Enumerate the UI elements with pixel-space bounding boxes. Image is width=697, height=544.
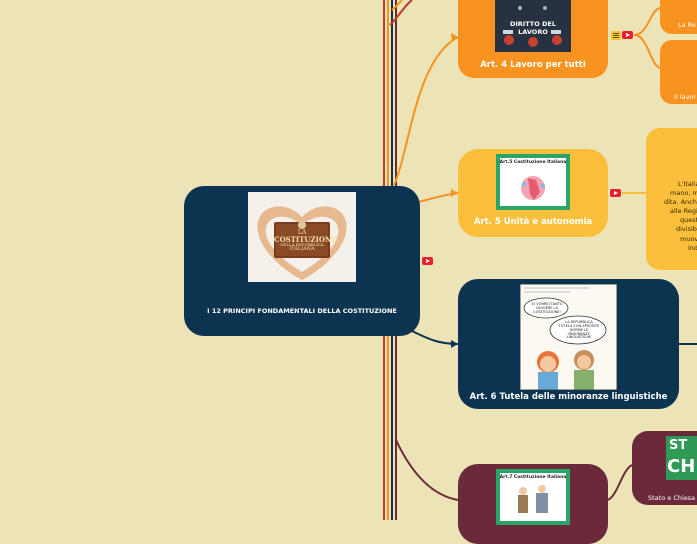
branch-art7-child bbox=[608, 465, 632, 500]
art4-label: Art. 4 Lavoro per tutti bbox=[458, 60, 608, 70]
art4-child2-text: Il lavor bbox=[674, 93, 696, 101]
comic-bubble-2: LA REPUBBLICA TUTELA CON APPOSITE NORME … bbox=[556, 321, 602, 340]
art4-child1-node[interactable]: La Re bbox=[660, 0, 697, 34]
art5-text-line-4: alle Regi bbox=[650, 207, 697, 216]
art7-child-image-text-1: ST bbox=[669, 438, 687, 453]
root-youtube-icon[interactable] bbox=[422, 257, 433, 265]
art6-comic-image: IO VORREI TANTO LEGGERE LA COSTITUZIONE!… bbox=[520, 284, 617, 390]
art4-child2-node[interactable]: Il lavor bbox=[660, 40, 697, 104]
art5-text-line-8: indi bbox=[650, 244, 697, 253]
art7-child-image-text-2: CH bbox=[667, 456, 695, 477]
church-state-illustration bbox=[496, 469, 570, 525]
comic-bubble-2-line-5: LINGUISTICHE bbox=[556, 336, 602, 340]
art6-label: Art. 6 Tutela delle minoranze linguistic… bbox=[458, 392, 679, 402]
art7-child-image: ST CH bbox=[666, 436, 697, 480]
art4-image-text: DIRITTO DEL LAVORO bbox=[495, 20, 571, 36]
branch-top-1 bbox=[390, 0, 412, 25]
root-image: LA COSTITUZIONE DELLA REPUBBLICA ITALIAN… bbox=[248, 192, 356, 282]
art5-node[interactable]: Art.5 Costituzione Italiana Art. 5 Unità… bbox=[458, 149, 608, 237]
image-text-italiana: ITALIANA bbox=[274, 247, 330, 252]
italy-map-illustration bbox=[496, 154, 570, 210]
comic-bubble-1-line-3: COSTITUZIONE! bbox=[528, 311, 566, 315]
art7-child-label: Stato e Chiesa bbox=[648, 494, 695, 502]
art5-text-line-7: muove bbox=[650, 235, 697, 244]
art5-label: Art. 5 Unità e autonomia bbox=[458, 217, 608, 227]
art5-text-content: L'Italia è mano, m dita. Anch alle Regi … bbox=[650, 180, 697, 253]
art5-text-line-3: dita. Anch bbox=[650, 198, 697, 207]
branch-art4-child2 bbox=[634, 35, 660, 68]
art5-text-line-6: divisibil bbox=[650, 225, 697, 234]
art7-child-node[interactable]: ST CH Stato e Chiesa bbox=[632, 431, 697, 505]
art7-node[interactable]: Art.7 Costituzione Italiana bbox=[458, 464, 608, 544]
art4-note-icon[interactable] bbox=[611, 31, 621, 40]
art4-image: DIRITTO DEL LAVORO bbox=[495, 0, 571, 52]
branch-art4 bbox=[394, 37, 458, 185]
comic-bubble-1: IO VORREI TANTO LEGGERE LA COSTITUZIONE! bbox=[528, 303, 566, 315]
art5-youtube-icon[interactable] bbox=[610, 189, 621, 197]
art5-text-line-1: L'Italia è bbox=[650, 180, 697, 189]
art5-text-line-5: questi, bbox=[650, 216, 697, 225]
root-label: I 12 PRINCIPI FONDAMENTALI DELLA COSTITU… bbox=[184, 307, 420, 315]
root-node[interactable]: LA COSTITUZIONE DELLA REPUBBLICA ITALIAN… bbox=[184, 186, 420, 336]
art6-node[interactable]: IO VORREI TANTO LEGGERE LA COSTITUZIONE!… bbox=[458, 279, 679, 409]
art4-youtube-icon[interactable] bbox=[622, 31, 633, 39]
branch-art7 bbox=[396, 440, 458, 500]
art5-text-line-2: mano, m bbox=[650, 189, 697, 198]
art4-node[interactable]: DIRITTO DEL LAVORO Art. 4 Lavoro per tut… bbox=[458, 0, 608, 78]
art7-image: Art.7 Costituzione Italiana bbox=[496, 469, 570, 525]
branch-art6 bbox=[410, 330, 458, 344]
branch-art4-child1 bbox=[634, 8, 660, 35]
art5-image: Art.5 Costituzione Italiana bbox=[496, 154, 570, 210]
art5-text-node[interactable]: L'Italia è mano, m dita. Anch alle Regi … bbox=[646, 128, 697, 270]
root-image-text: LA COSTITUZIONE DELLA REPUBBLICA ITALIAN… bbox=[274, 230, 330, 252]
art4-child1-text: La Re bbox=[678, 21, 696, 29]
